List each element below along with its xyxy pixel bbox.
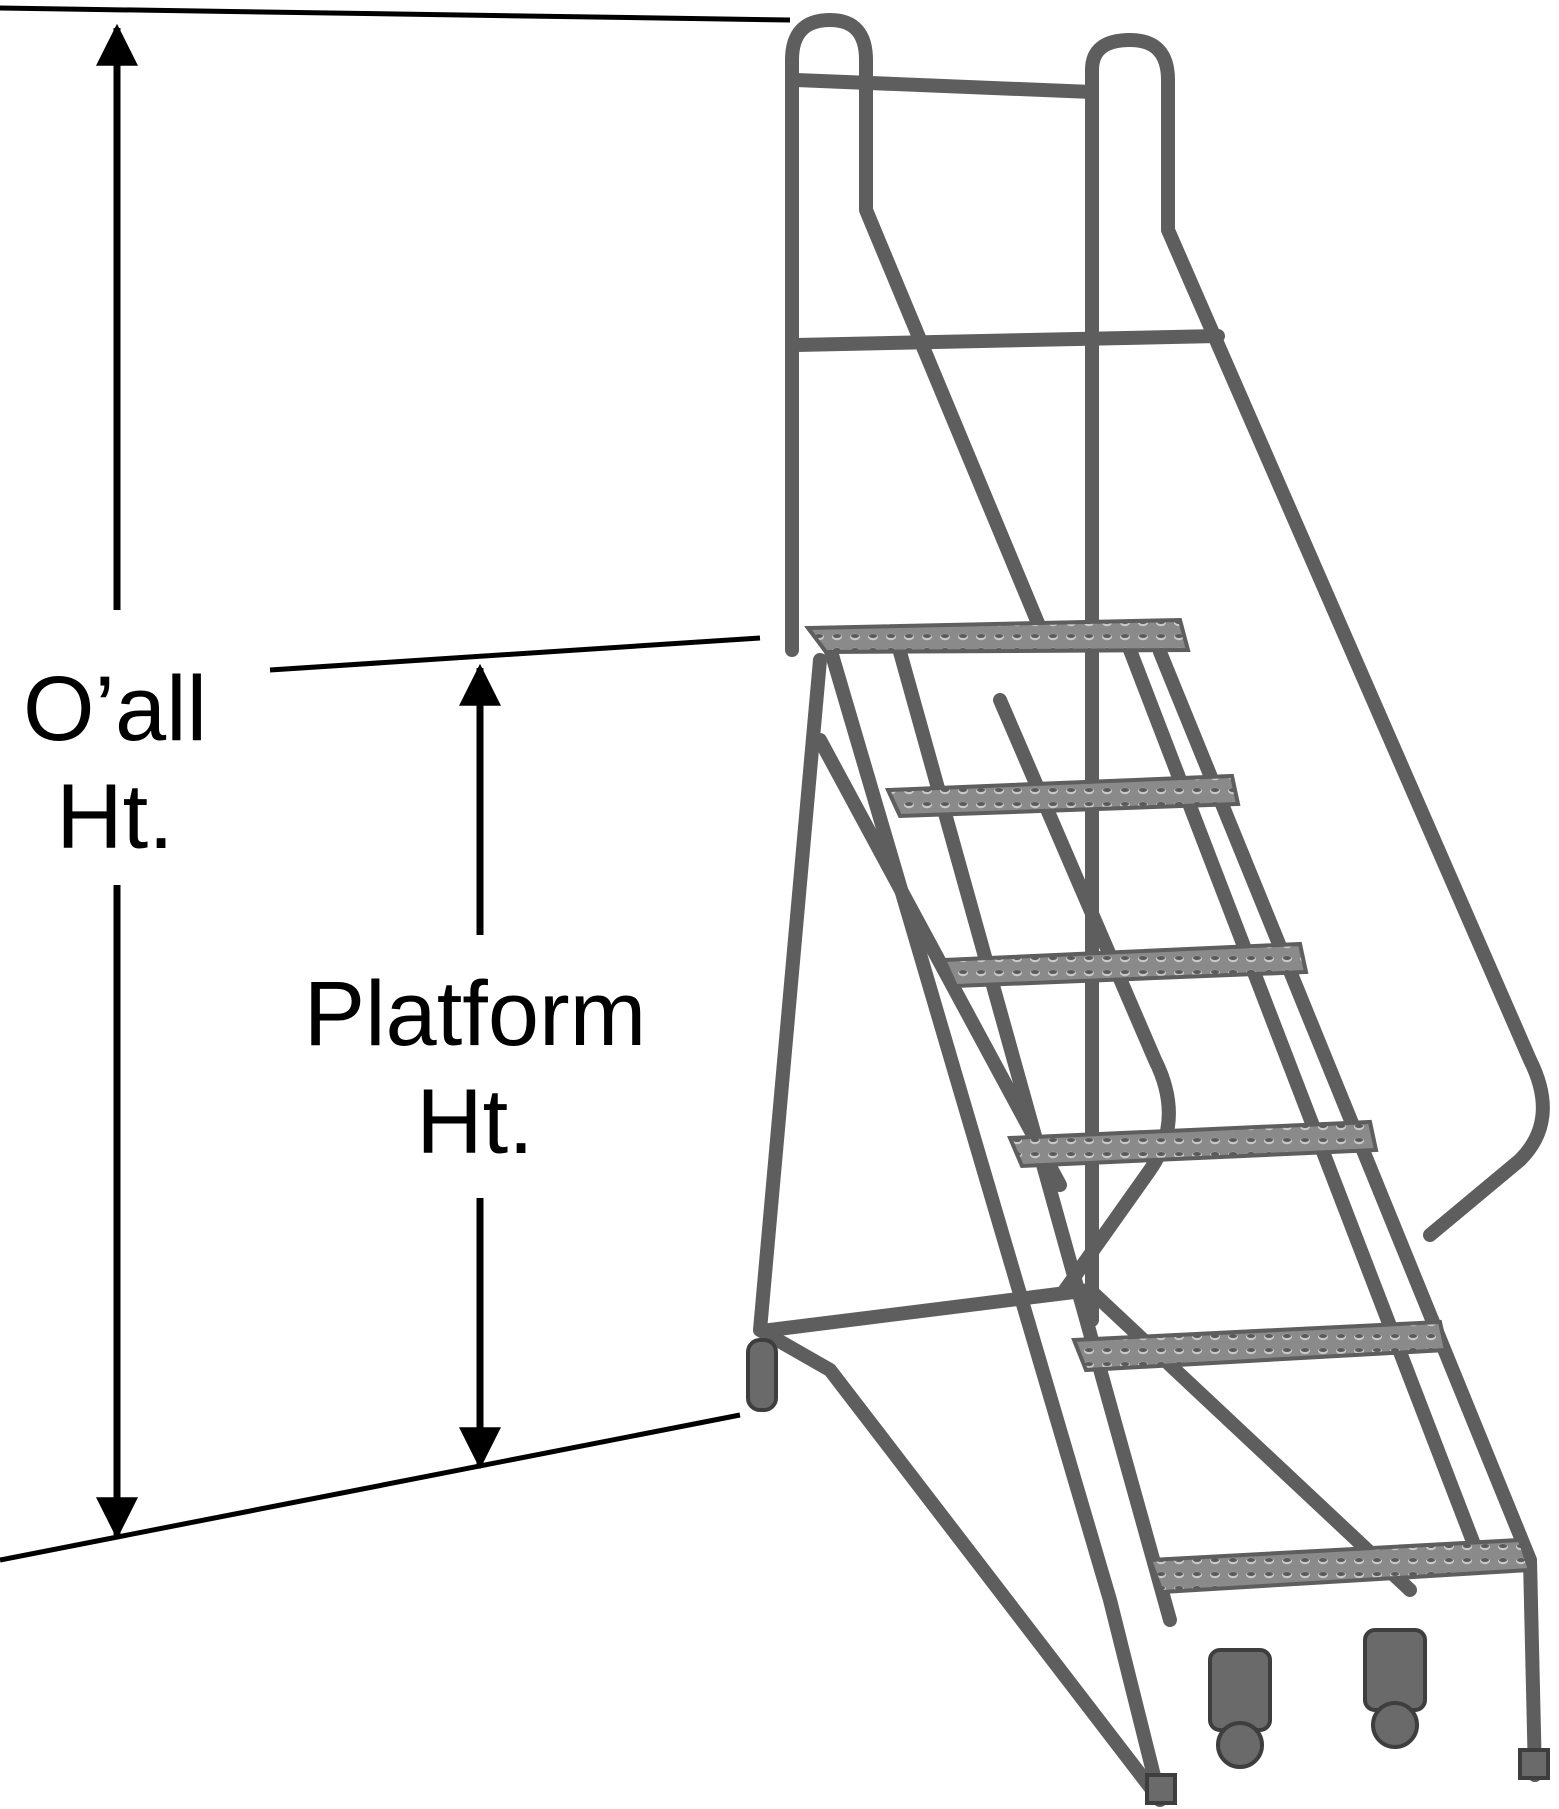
- platform-height-label-line-1: Platform: [303, 963, 647, 1065]
- front-foot: [1518, 1748, 1550, 1780]
- platform-tread: [804, 617, 1191, 655]
- right-handrail: [1085, 33, 1550, 1242]
- step-tread: [1007, 1119, 1379, 1169]
- step-tread: [940, 941, 1309, 989]
- lower-left-handrail: [993, 693, 1176, 1297]
- platform-height-label: Platform Ht.: [240, 960, 710, 1176]
- ladder-treads: [804, 617, 1533, 1595]
- front-caster-right: [1363, 1628, 1427, 1712]
- rear-leg-base: [753, 653, 1167, 1807]
- ladder-casters: [746, 1338, 1550, 1805]
- rear-caster: [746, 1338, 778, 1412]
- bottom-step-tread: [1147, 1537, 1533, 1595]
- platform-height-label-line-2: Ht.: [416, 1071, 534, 1173]
- overall-height-label-line-2: Ht.: [56, 766, 174, 868]
- base-rail: [763, 1283, 1417, 1597]
- overall-height-label-line-1: O’all: [22, 658, 208, 760]
- rear-brace: [813, 733, 1067, 1192]
- top-crossbar: [789, 73, 1099, 99]
- top-reference-line: [0, 5, 791, 23]
- mid-crossbar: [789, 329, 1225, 352]
- caster-wheel: [1216, 1721, 1264, 1769]
- platform-reference-line: [269, 635, 761, 673]
- left-handrail: [785, 13, 1052, 657]
- rolling-ladder-icon: [746, 13, 1550, 1807]
- floor-reference-line: [0, 1412, 741, 1563]
- overall-height-label: O’all Ht.: [0, 655, 230, 871]
- caster-wheel: [1371, 1701, 1419, 1749]
- front-foot: [1145, 1773, 1177, 1805]
- step-tread: [1071, 1319, 1449, 1373]
- left-stringer: [823, 641, 1167, 1807]
- front-caster-left: [1208, 1648, 1272, 1732]
- step-tread: [884, 773, 1241, 819]
